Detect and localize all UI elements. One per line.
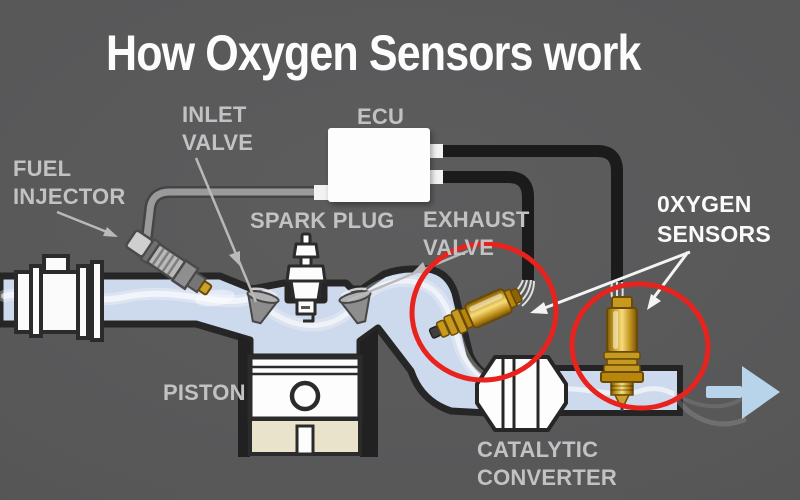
- label-exhaust-valve-line2: VALVE: [423, 235, 495, 260]
- fuel-injector-graphic: [125, 229, 213, 296]
- flow-streak-tailpipe: [542, 386, 677, 397]
- oxygen-sensors-arrow-downstream: [647, 251, 690, 310]
- exhaust-valve-arrow: [346, 249, 469, 303]
- label-oxygen-sensors-line1: 0XYGEN: [657, 191, 752, 217]
- cylinder-wall-right: [360, 329, 378, 457]
- label-ecu: ECU: [357, 104, 405, 129]
- catalytic-converter-graphic: [475, 355, 568, 432]
- sensor-cable-upstream: [437, 171, 534, 280]
- spark-plug-graphic: [285, 232, 327, 323]
- piston-graphic: [247, 354, 363, 456]
- label-fuel-injector-line1: FUEL: [13, 156, 72, 181]
- ecu-connector-left: [314, 185, 329, 200]
- piston-wrist-pin: [289, 380, 321, 412]
- cylinder-wall-left: [238, 334, 250, 457]
- fuel-injector-arrow: [56, 210, 118, 237]
- fuel-line: [141, 186, 326, 242]
- exhaust-flow-arrow: [706, 366, 780, 419]
- label-exhaust-valve: EXHAUST VALVE: [423, 206, 530, 262]
- highlight-circle-upstream: [409, 241, 559, 383]
- ecu-box: [314, 128, 443, 202]
- label-fuel-injector-line2: INJECTOR: [13, 184, 126, 209]
- oxygen-sensors-arrow-upstream: [530, 250, 691, 314]
- label-catalytic-converter: CATALYTIC CONVERTER: [477, 436, 617, 492]
- label-oxygen-sensors-line2: SENSORS: [657, 221, 771, 247]
- oxygen-sensor-upstream: [428, 288, 523, 339]
- label-fuel-injector: FUEL INJECTOR: [13, 155, 125, 211]
- label-inlet-valve-line2: VALVE: [182, 130, 254, 155]
- label-catalytic-converter-line2: CONVERTER: [477, 465, 617, 490]
- label-oxygen-sensors: 0XYGEN SENSORS: [657, 189, 771, 249]
- highlight-circle-downstream: [569, 281, 711, 411]
- label-inlet-valve: INLET VALVE: [182, 101, 253, 157]
- exhaust-wisp: [673, 392, 747, 427]
- label-inlet-valve-line1: INLET: [182, 102, 247, 127]
- page-title: How Oxygen Sensors work: [106, 25, 641, 81]
- ecu-connector-right-top: [429, 144, 443, 158]
- label-piston: PISTON: [163, 380, 246, 405]
- ecu-connector-right-bottom: [429, 170, 443, 184]
- sensor-cable-downstream: [437, 145, 623, 282]
- oxygen-sensor-downstream: [600, 296, 644, 411]
- label-catalytic-converter-line1: CATALYTIC: [477, 437, 599, 462]
- label-spark-plug: SPARK PLUG: [250, 208, 395, 233]
- inlet-valve-arrow: [194, 157, 258, 303]
- label-exhaust-valve-line1: EXHAUST: [423, 207, 530, 232]
- inlet-valve-graphic: [246, 287, 280, 325]
- air-flow-meter: [14, 254, 104, 342]
